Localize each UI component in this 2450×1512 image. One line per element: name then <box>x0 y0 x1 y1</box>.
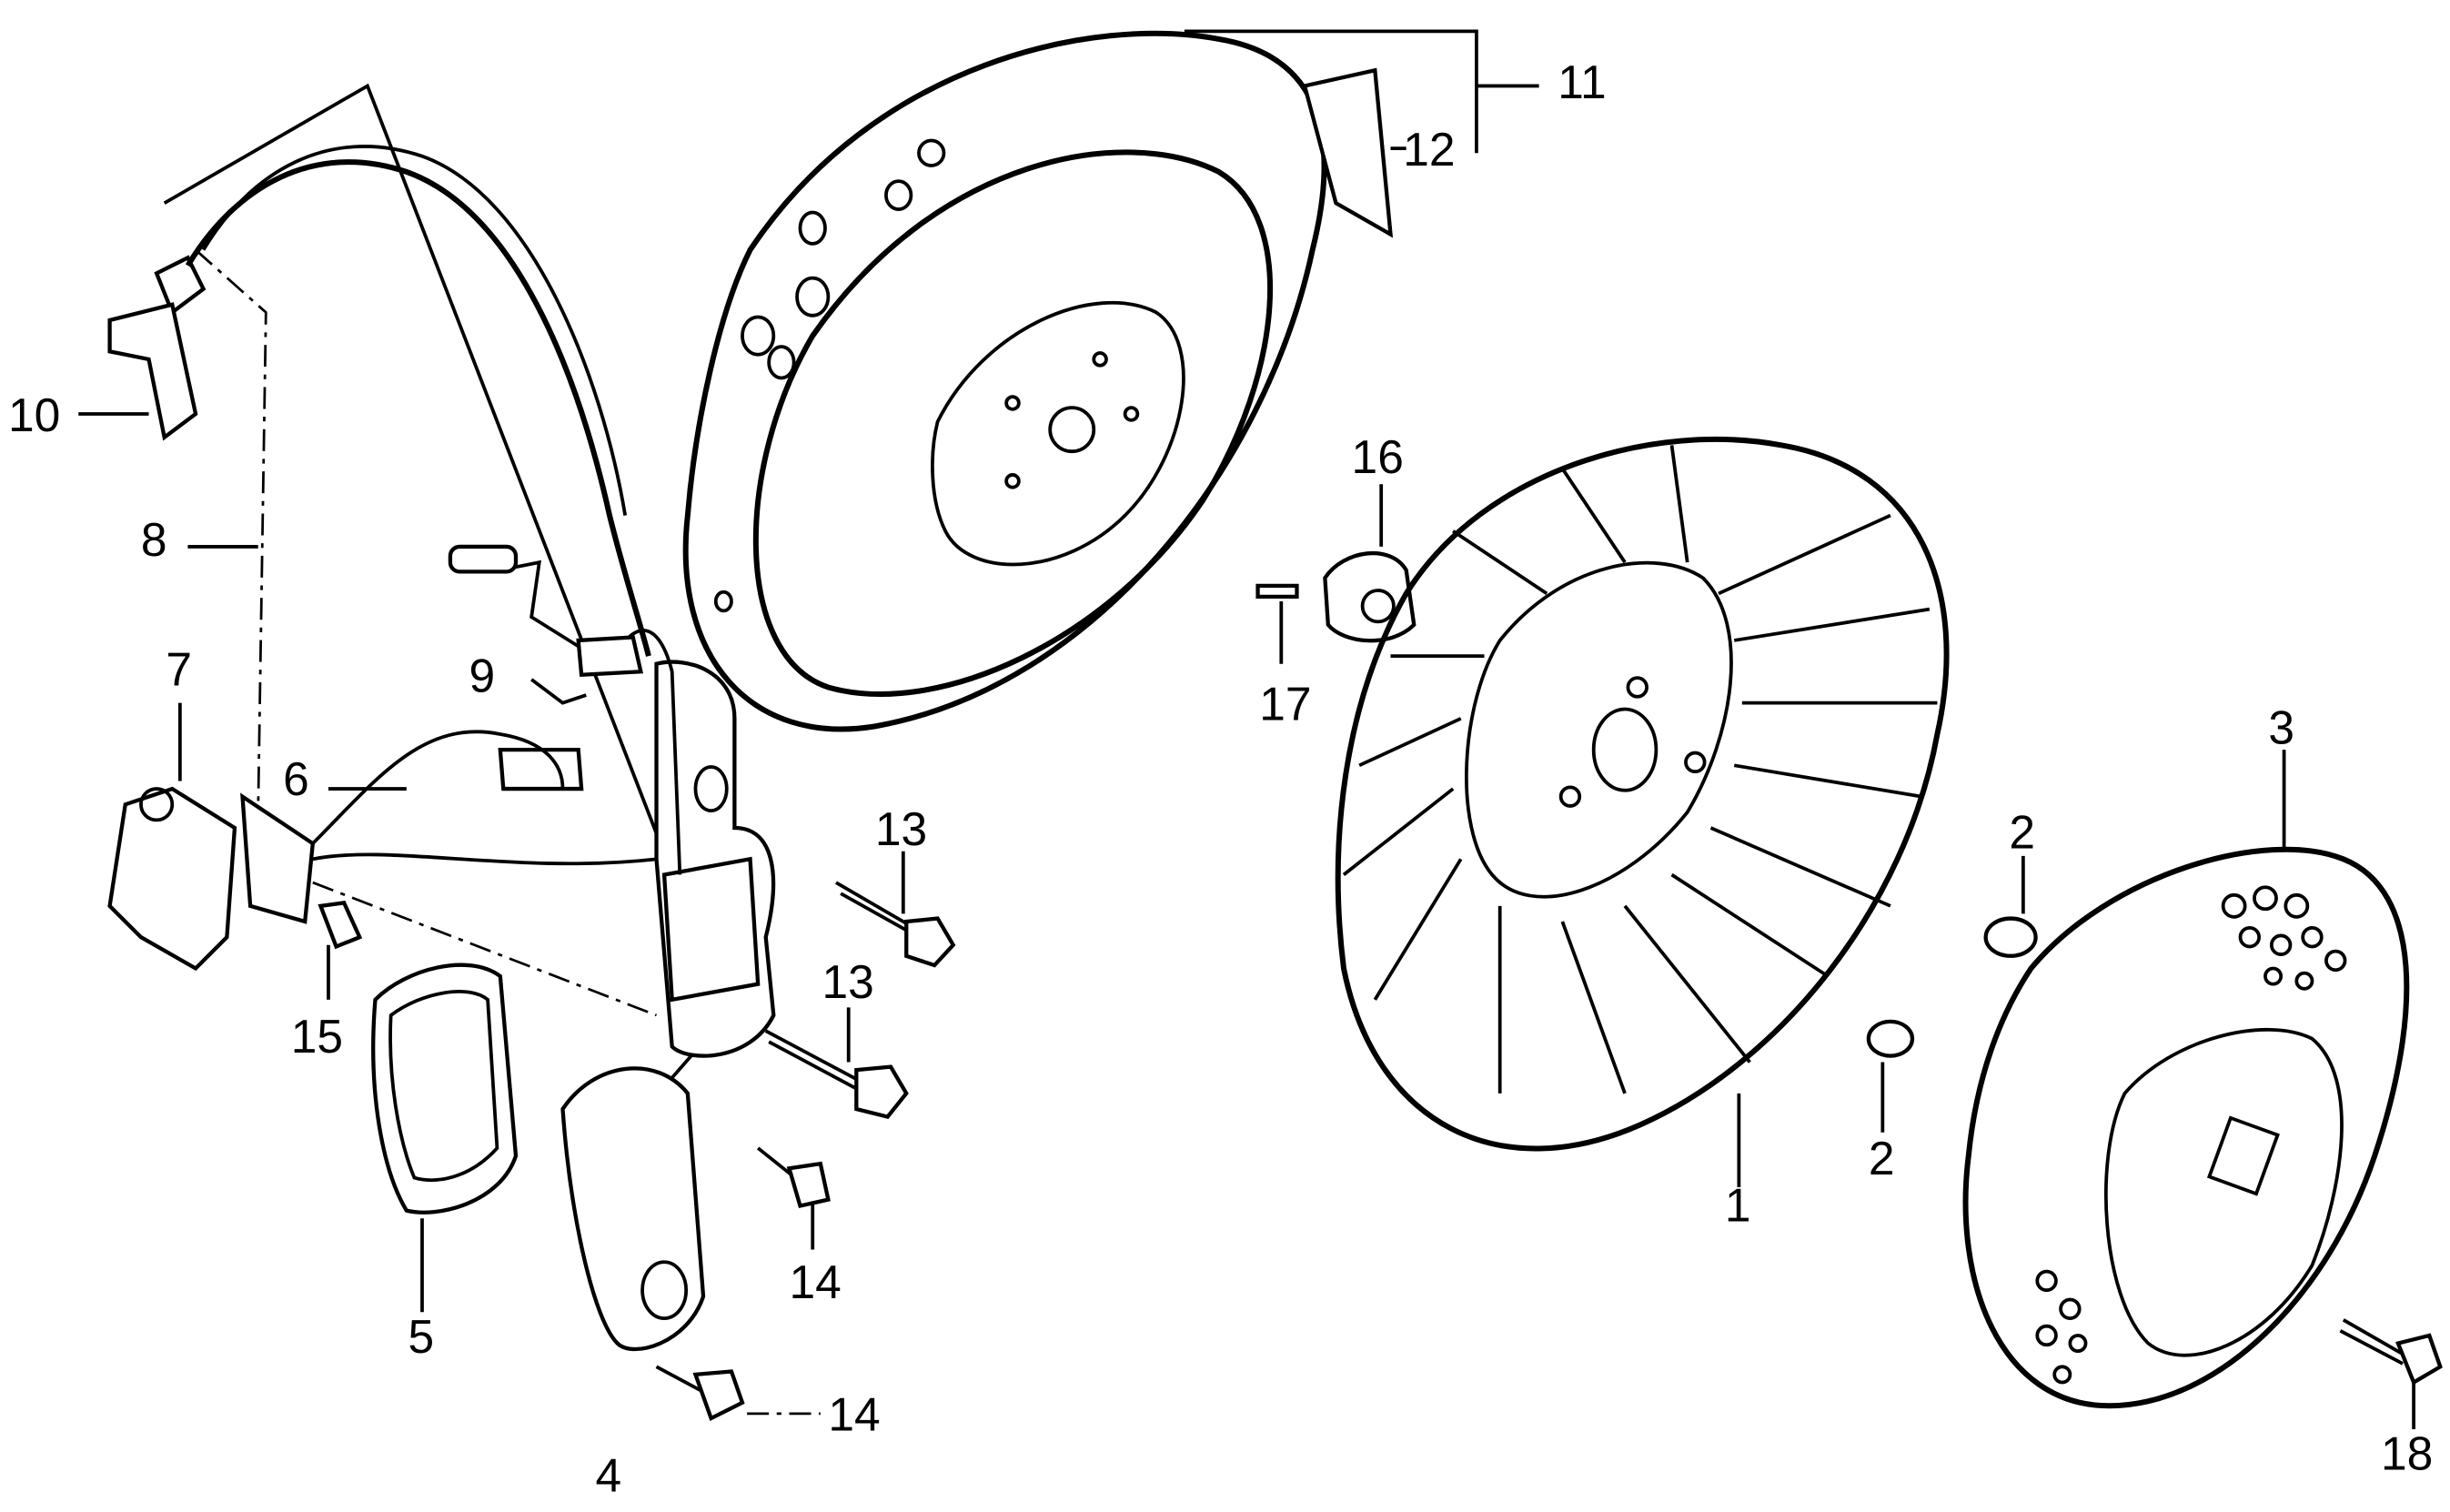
callout-15: 15 <box>291 1010 343 1063</box>
flywheel <box>682 29 1539 732</box>
callout-8: 8 <box>141 513 167 566</box>
spark-plug-cap <box>78 145 651 657</box>
callout-3: 3 <box>2268 701 2294 753</box>
woodruff-key <box>1255 583 1299 664</box>
callout-1: 1 <box>1725 1179 1751 1232</box>
callout-11: 11 <box>1558 55 1606 108</box>
callout-9: 9 <box>469 650 495 702</box>
callout-7: 7 <box>166 643 192 696</box>
starter-pulley <box>1962 750 2410 1409</box>
callout-2: 2 <box>1869 1132 1895 1184</box>
callout-10: 10 <box>8 388 60 441</box>
cooling-fan <box>1335 436 1950 1187</box>
callout-6: 6 <box>283 752 309 805</box>
callout-14: 14 <box>828 1388 880 1441</box>
callout-4: 4 <box>596 1449 622 1502</box>
screw-15 <box>318 901 363 950</box>
callout-13: 13 <box>875 802 927 855</box>
flywheel-nut <box>1323 484 1417 643</box>
pulley-holes <box>2035 885 2347 1385</box>
callout-13: 13 <box>822 955 874 1008</box>
callout-17: 17 <box>1259 678 1311 731</box>
gasket <box>371 963 519 1313</box>
callout-2: 2 <box>2009 805 2035 858</box>
callout-5: 5 <box>408 1310 435 1363</box>
collar-upper <box>1983 855 2038 958</box>
ignition-coil <box>448 544 776 1352</box>
callout-14: 14 <box>789 1255 841 1308</box>
bolt-13-lower <box>764 1007 909 1120</box>
bolt-14-upper <box>756 1146 831 1250</box>
bolt-14-lower <box>655 1365 821 1421</box>
bolt-18 <box>2339 1318 2443 1430</box>
callout-12: 12 <box>1403 123 1455 176</box>
flywheel-plate <box>1302 67 1394 238</box>
callout-18: 18 <box>2381 1427 2433 1480</box>
collar-lower <box>1866 1019 1915 1133</box>
callout-16: 16 <box>1352 430 1404 483</box>
bolt-13-upper <box>835 851 956 968</box>
stop-switch <box>107 702 657 972</box>
